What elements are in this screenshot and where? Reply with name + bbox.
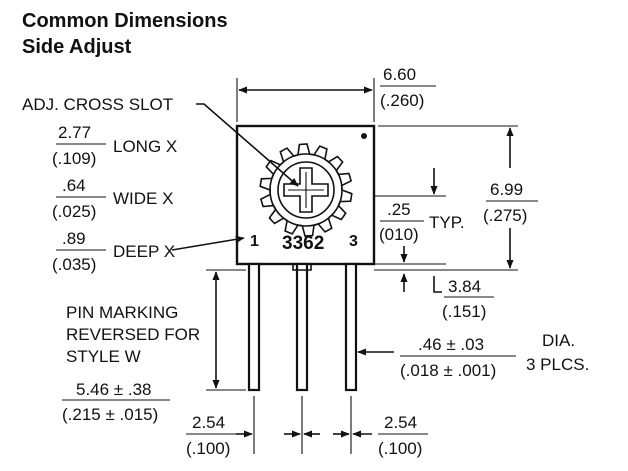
wide-mm: .64	[62, 176, 86, 195]
pitch-right-in: (.100)	[378, 439, 422, 458]
pin-marking-line-2: REVERSED FOR	[66, 325, 200, 344]
pitch-left-in: (.100)	[186, 439, 230, 458]
wide-in: (.025)	[52, 202, 96, 221]
adj-cross-slot-leader	[196, 103, 299, 187]
width-mm: 6.60	[383, 65, 416, 84]
long-in: (.109)	[52, 149, 96, 168]
pin-dia-mm: .46 ± .03	[418, 335, 484, 354]
pin-length-mm: 5.46 ± .38	[76, 380, 152, 399]
pin-2	[295, 262, 309, 392]
wheel-outer-ring	[269, 153, 343, 227]
pin-offset-leader	[433, 276, 442, 293]
pin-mark-leader	[171, 235, 245, 251]
cross-slot-icon	[283, 167, 329, 213]
long-mm: 2.77	[58, 123, 91, 142]
pin-2-shoulder	[292, 264, 312, 271]
wheel-inner-ring	[277, 161, 335, 219]
plcs-label: 3 PLCS.	[526, 355, 589, 374]
pin-marking-line-3: STYLE W	[66, 347, 141, 366]
corner-dot	[361, 133, 367, 139]
height-in: (.275)	[483, 206, 527, 225]
pin-offset-mm: 3.84	[448, 277, 481, 296]
pin-dia-in: (.018 ± .001)	[400, 361, 496, 380]
pin-3	[344, 262, 358, 392]
model-number: 3362	[282, 233, 324, 254]
width-in: (.260)	[380, 91, 424, 110]
standoff-mm: .25	[387, 200, 411, 219]
pins	[247, 262, 358, 392]
pin-1	[247, 262, 261, 392]
typ-label: TYP.	[429, 213, 465, 232]
adj-cross-slot-label: ADJ. CROSS SLOT	[22, 95, 173, 114]
title-line-2: Side Adjust	[22, 36, 132, 58]
pin-1-mark: 1	[250, 233, 259, 250]
deep-in: (.035)	[52, 255, 96, 274]
deep-mm: .89	[62, 229, 86, 248]
standoff-in: (010)	[379, 225, 419, 244]
title-line-1: Common Dimensions	[22, 10, 228, 32]
long-label: LONG X	[113, 137, 177, 156]
pin-marking-line-1: PIN MARKING	[66, 303, 178, 322]
pin-3-mark: 3	[349, 233, 358, 250]
deep-label: DEEP X	[113, 242, 175, 261]
pitch-right-mm: 2.54	[384, 413, 417, 432]
pin-length-in: (.215 ± .015)	[62, 405, 158, 424]
dia-label: DIA.	[542, 331, 575, 350]
pitch-left-mm: 2.54	[192, 413, 225, 432]
height-mm: 6.99	[490, 180, 523, 199]
pin-offset-in: (.151)	[442, 302, 486, 321]
adjustment-wheel	[259, 143, 353, 237]
wide-label: WIDE X	[113, 189, 173, 208]
